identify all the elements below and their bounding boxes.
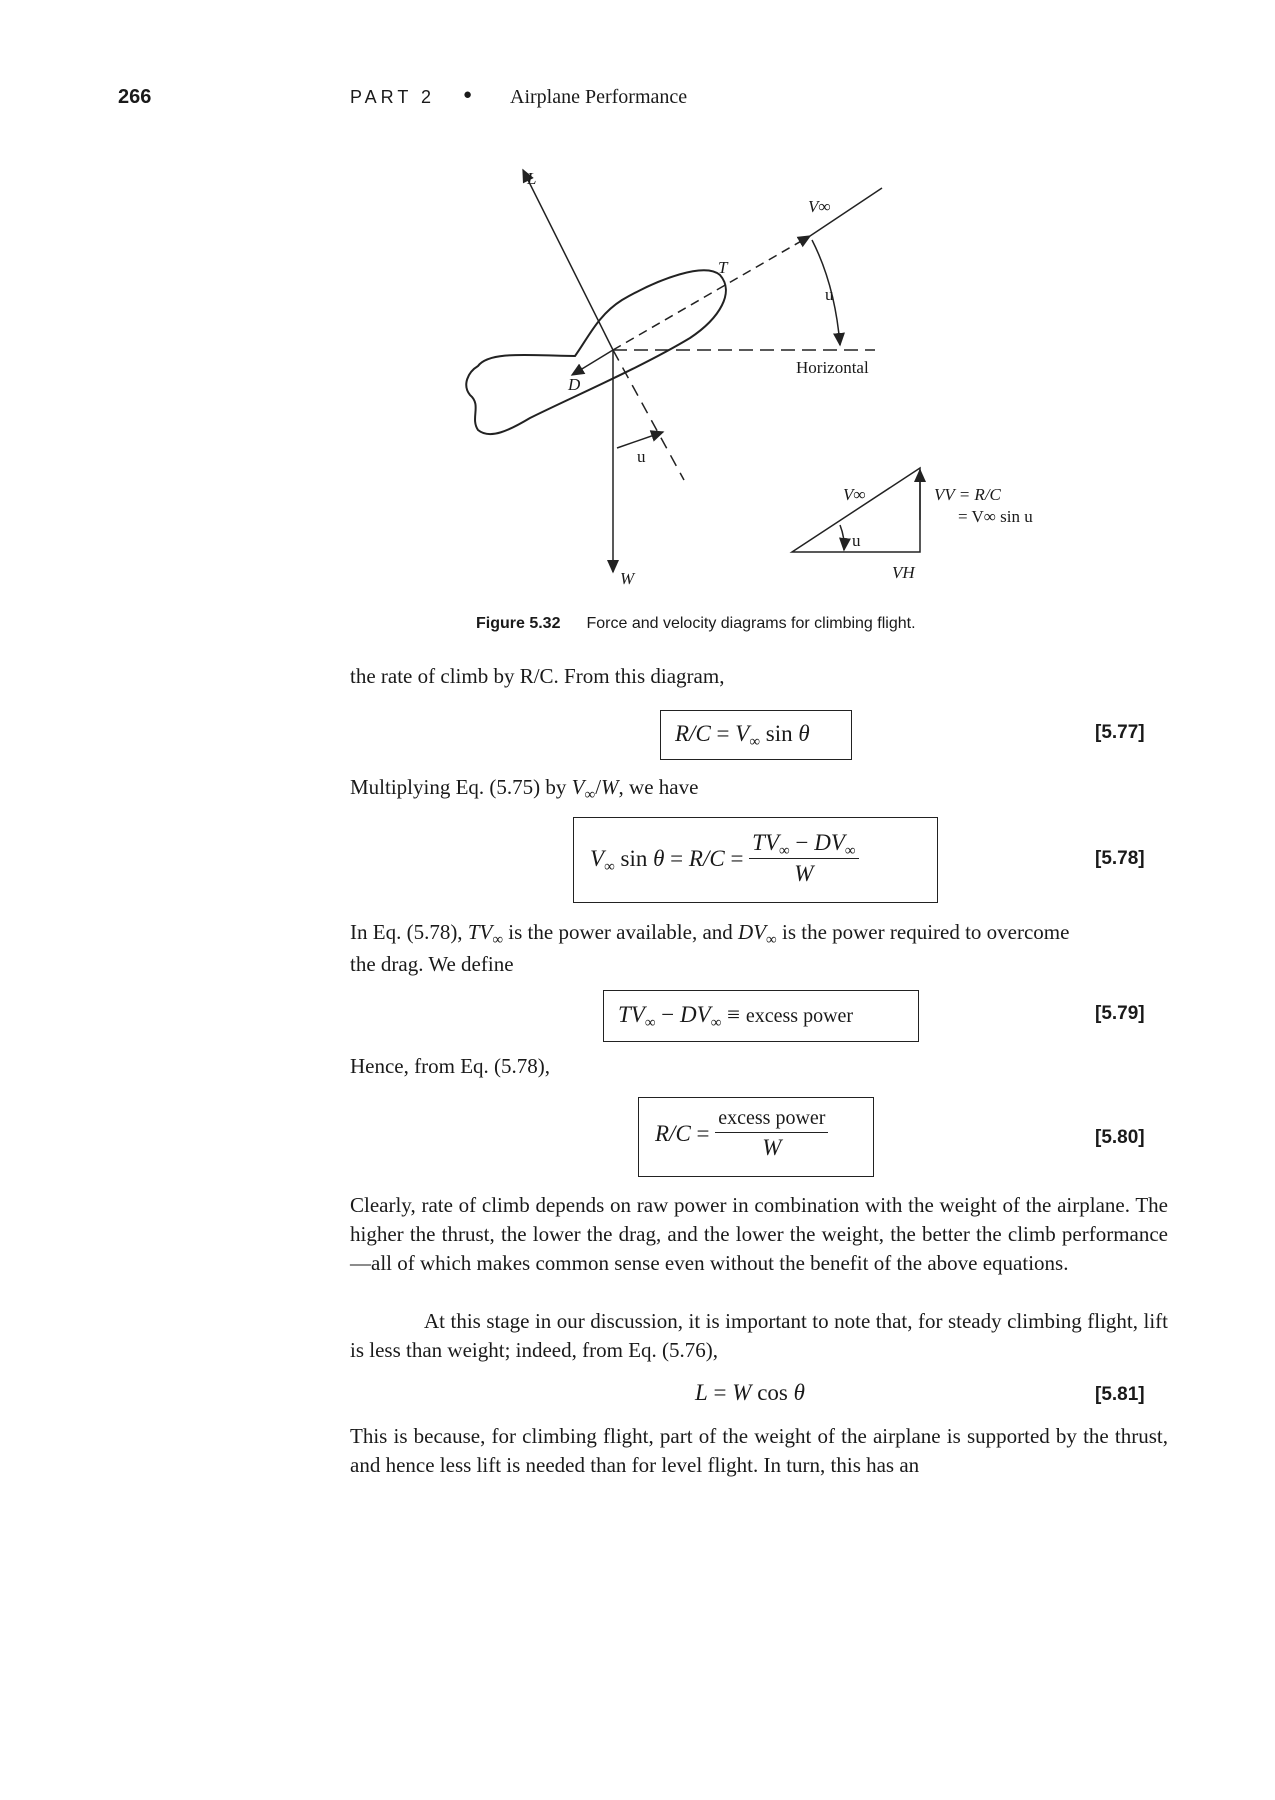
label-theta-bottom: u — [637, 447, 646, 466]
paragraph-2-start: Multiplying Eq. (5.75) by — [350, 775, 572, 799]
equation-number-5-77: [5.77] — [1095, 722, 1145, 743]
equation-5-79: TV∞ − DV∞ ≡ excess power — [618, 1002, 854, 1031]
equation-5-81: L = W cos θ — [695, 1380, 805, 1405]
velocity-vector — [809, 187, 883, 237]
label-triangle-theta: u — [852, 531, 861, 550]
paragraph-7: This is because, for climbing flight, pa… — [350, 1424, 1168, 1477]
paragraph-3: In Eq. (5.78), TV∞ is the power availabl… — [350, 920, 1070, 976]
running-head-part: PART 2 — [350, 87, 436, 107]
climbing-flight-figure: L V∞ T u Horizontal D u W V∞ u VV = R/C … — [465, 168, 1033, 588]
label-horizontal: Horizontal — [796, 358, 869, 377]
paragraph-2-end: , we have — [618, 775, 699, 799]
paragraph-6: At this stage in our discussion, it is i… — [350, 1309, 1168, 1362]
label-D: D — [567, 375, 581, 394]
equation-5-77-box: R/C = V∞ sin θ — [660, 710, 852, 760]
paragraph-3-part-1: In Eq. (5.78), — [350, 920, 468, 944]
theta-arc-bottom — [616, 430, 665, 449]
running-head-title: Airplane Performance — [510, 86, 688, 108]
figure-caption-text: Force and velocity diagrams for climbing… — [586, 615, 916, 632]
paragraph-3-part-2: is the power available, and — [503, 920, 739, 944]
paragraph-3-part-4: the drag. We define — [350, 952, 514, 976]
paragraph-4: Hence, from Eq. (5.78), — [350, 1054, 551, 1078]
label-L: L — [526, 169, 536, 188]
label-VH: VH — [892, 563, 916, 582]
equation-number-5-79: [5.79] — [1095, 1003, 1145, 1024]
equation-5-78-box: V∞ sin θ = R/C = TV∞ − DV∞W — [573, 817, 938, 903]
label-W: W — [620, 569, 636, 588]
figure-caption-number: Figure 5.32 — [476, 615, 561, 632]
theta-arc-triangle — [839, 524, 851, 552]
label-V-inf: V∞ — [808, 197, 831, 216]
label-triangle-V: V∞ — [843, 485, 866, 504]
label-VV-sin: = V∞ sin u — [958, 507, 1033, 526]
excess-power-numerator: excess power — [715, 1107, 829, 1133]
label-T: T — [718, 258, 729, 277]
excess-power-text: excess power — [745, 1005, 854, 1027]
airplane-outline — [465, 269, 727, 436]
figure-caption: Figure 5.32 Force and velocity diagrams f… — [476, 615, 916, 633]
paragraph-3-part-3: is the power required to overcome — [776, 920, 1070, 944]
paragraph-1: the rate of climb by R/C. From this diag… — [350, 664, 725, 688]
page-number: 266 — [118, 86, 152, 108]
drag-vector — [570, 349, 614, 376]
perpendicular-dashed — [612, 349, 685, 481]
equation-5-79-box: TV∞ − DV∞ ≡ excess power — [603, 990, 919, 1042]
label-theta-top: u — [825, 285, 834, 304]
running-head-bullet: ● — [463, 87, 473, 103]
equation-number-5-78: [5.78] — [1095, 848, 1145, 869]
thrust-vector — [612, 235, 812, 351]
equation-number-5-80: [5.80] — [1095, 1127, 1145, 1148]
paragraph-2: Multiplying Eq. (5.75) by V∞/W, we have — [350, 775, 699, 803]
lift-vector — [522, 168, 614, 351]
equation-number-5-81: [5.81] — [1095, 1384, 1145, 1405]
equation-5-78: V∞ sin θ = R/C = TV∞ − DV∞W — [590, 830, 859, 887]
paragraph-5: Clearly, rate of climb depends on raw po… — [350, 1193, 1168, 1275]
theta-arc-top — [811, 239, 845, 347]
equation-5-77: R/C = V∞ sin θ — [675, 721, 810, 750]
label-VV: VV = R/C — [934, 485, 1002, 504]
